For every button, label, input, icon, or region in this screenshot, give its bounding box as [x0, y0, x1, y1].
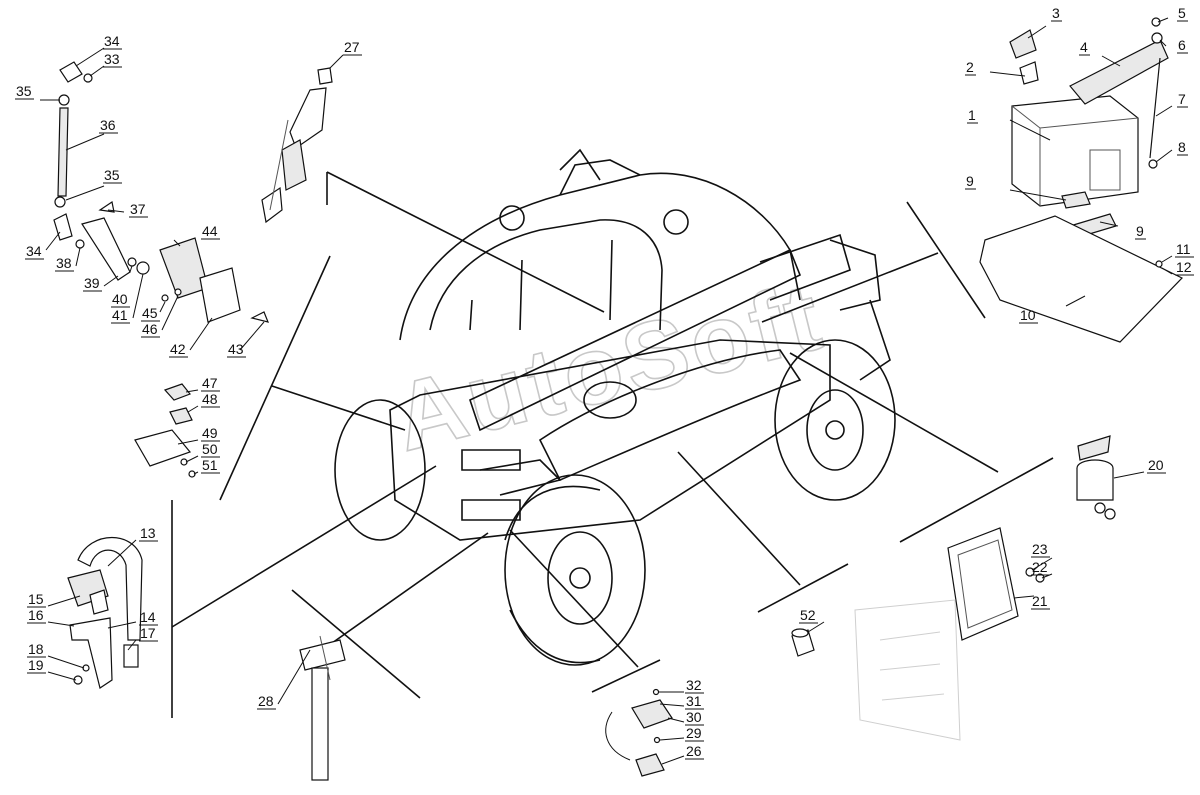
callout-7: 7 [1178, 91, 1186, 107]
callout-2: 2 [966, 59, 974, 75]
callout-51: 51 [202, 457, 218, 473]
callout-18: 18 [28, 641, 44, 657]
callout-12: 12 [1176, 259, 1192, 275]
nut-top [1151, 17, 1161, 27]
callout-6: 6 [1178, 37, 1186, 53]
callout-48: 48 [202, 391, 218, 407]
callout-labels: 1234567899101112131415161718192021222326… [15, 5, 1194, 760]
callout-16: 16 [28, 607, 44, 623]
callout-42: 42 [170, 341, 186, 357]
callout-20: 20 [1148, 457, 1164, 473]
pad-left [1061, 191, 1091, 209]
battery [1011, 95, 1139, 207]
callout-9: 9 [966, 173, 974, 189]
callout-10: 10 [1020, 307, 1036, 323]
faint-background-roll [854, 599, 961, 741]
callout-37: 37 [130, 201, 146, 217]
callout-44: 44 [202, 223, 218, 239]
battery-isolator-switch [1076, 435, 1116, 520]
callout-26: 26 [686, 743, 702, 759]
battery-clamp [1069, 39, 1169, 105]
nut-bottom [1148, 159, 1158, 169]
terminal-clamp [1019, 61, 1039, 85]
callout-15: 15 [28, 591, 44, 607]
tray-screw [1155, 260, 1163, 268]
callout-13: 13 [140, 525, 156, 541]
telehandler-machine-illustration [334, 148, 896, 666]
callout-35: 35 [16, 83, 32, 99]
callout-9: 9 [1136, 223, 1144, 239]
washer [1151, 32, 1163, 44]
callout-19: 19 [28, 657, 44, 673]
callout-32: 32 [686, 677, 702, 693]
callout-49: 49 [202, 425, 218, 441]
callout-45: 45 [142, 305, 158, 321]
callout-30: 30 [686, 709, 702, 725]
callout-1: 1 [968, 107, 976, 123]
callout-46: 46 [142, 321, 158, 337]
battery-tray [979, 215, 1184, 343]
left-upper-assembly [53, 61, 269, 323]
callout-43: 43 [228, 341, 244, 357]
mounting-plate-assembly [134, 383, 196, 478]
terminal-cover [1009, 29, 1037, 59]
callout-50: 50 [202, 441, 218, 457]
callout-22: 22 [1032, 559, 1048, 575]
callout-38: 38 [56, 255, 72, 271]
callout-17: 17 [140, 625, 156, 641]
callout-11: 11 [1176, 241, 1191, 257]
part-52 [791, 628, 815, 657]
sensor-27-assembly [261, 67, 333, 224]
sensor-assembly-26-32 [605, 688, 673, 777]
callout-40: 40 [112, 291, 128, 307]
callout-31: 31 [686, 693, 702, 709]
callout-39: 39 [84, 275, 100, 291]
callout-34: 34 [104, 33, 120, 49]
callout-23: 23 [1032, 541, 1048, 557]
battery-assembly [979, 17, 1184, 343]
callout-leaders [40, 17, 1173, 765]
callout-34: 34 [26, 243, 42, 259]
callout-36: 36 [100, 117, 116, 133]
assembly-leader-lines [171, 171, 1054, 718]
callout-41: 41 [112, 307, 128, 323]
callout-52: 52 [800, 607, 816, 623]
control-unit [947, 527, 1045, 641]
callout-4: 4 [1080, 39, 1088, 55]
sender-rod-28 [299, 635, 346, 781]
left-lower-assembly [67, 537, 143, 689]
callout-28: 28 [258, 693, 274, 709]
callout-47: 47 [202, 375, 218, 391]
callout-33: 33 [104, 51, 120, 67]
clamp-rod [1149, 57, 1161, 159]
callout-21: 21 [1032, 593, 1048, 609]
rod [57, 107, 69, 197]
callout-3: 3 [1052, 5, 1060, 21]
callout-27: 27 [344, 39, 360, 55]
callout-29: 29 [686, 725, 702, 741]
callout-8: 8 [1178, 139, 1186, 155]
callout-35: 35 [104, 167, 120, 183]
callout-14: 14 [140, 609, 156, 625]
callout-5: 5 [1178, 5, 1186, 21]
